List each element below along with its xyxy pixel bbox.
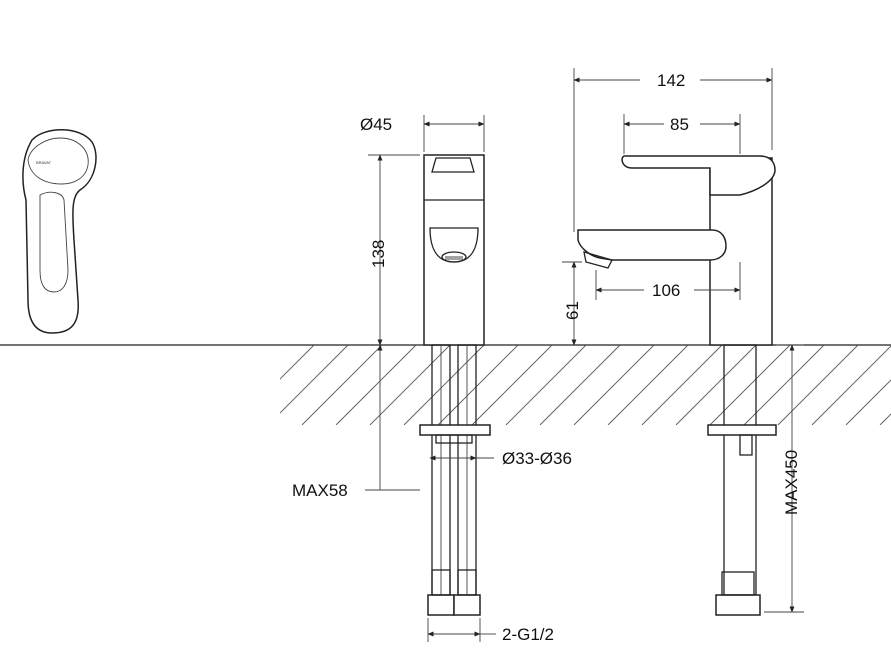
dim-max450: MAX450 [782, 450, 801, 515]
hatch-line [280, 345, 315, 380]
hatch-line [743, 345, 825, 425]
dim-width-106: 106 [652, 281, 680, 300]
handle-side-view: BRAVAT [22, 129, 97, 334]
dim-height-138: 138 [369, 240, 388, 268]
hatch-line [539, 345, 621, 425]
hatch-line [709, 345, 791, 425]
hatch-line [335, 345, 417, 425]
dim-width-85: 85 [670, 115, 689, 134]
hatch-line [437, 345, 519, 425]
hatch-line [280, 345, 281, 346]
faucet-front-view [419, 154, 491, 616]
hatch-line [777, 345, 859, 425]
hatch-line [301, 345, 383, 425]
hatch-line [845, 379, 891, 425]
hatch-line [403, 345, 485, 425]
hatch-line [369, 345, 451, 425]
hatch-line [471, 345, 553, 425]
counter-hatching [280, 345, 891, 425]
logo-text: BRAVAT [36, 160, 52, 165]
hatch-line [641, 345, 723, 425]
faucet-side-view [577, 155, 777, 616]
dim-width-142: 142 [657, 71, 685, 90]
hatch-line [505, 345, 587, 425]
dim-height-61: 61 [563, 301, 582, 320]
dim-thread-g12: 2-G1/2 [502, 625, 554, 644]
hatch-line [280, 345, 349, 414]
hatch-line [573, 345, 655, 425]
hatch-line [811, 345, 891, 425]
dim-diameter-33-36: Ø33-Ø36 [502, 449, 572, 468]
dim-max58: MAX58 [292, 481, 348, 500]
hatch-line [607, 345, 689, 425]
dim-diameter-45: Ø45 [360, 115, 392, 134]
hatch-line [675, 345, 757, 425]
